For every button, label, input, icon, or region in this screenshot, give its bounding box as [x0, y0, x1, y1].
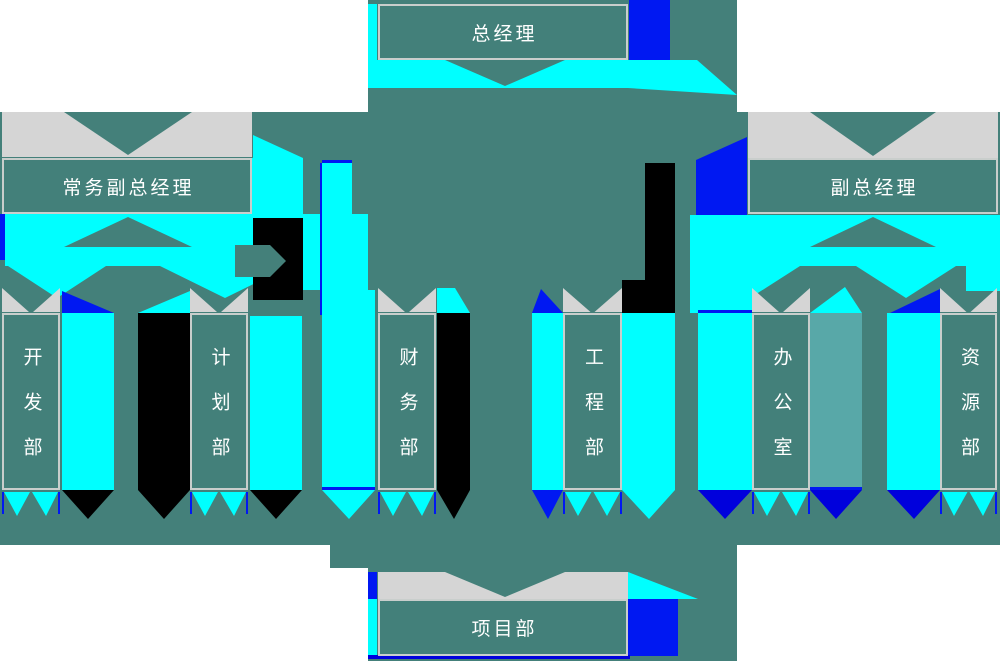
- connector-bars: [320, 160, 675, 315]
- ribbon-shape: [622, 313, 675, 490]
- ribbon-shape: [622, 490, 675, 519]
- gm-ribbons: [368, 0, 737, 95]
- ribbon-shape: [378, 492, 380, 514]
- node-label: 财务部: [396, 347, 418, 482]
- dept-node-engineering[interactable]: 工程部: [563, 313, 622, 490]
- node-label: 资源部: [958, 347, 979, 482]
- ribbon-shape: [437, 313, 470, 490]
- ribbon-shape: [380, 492, 406, 516]
- ribbon-shape: [138, 291, 190, 313]
- dept-node-development[interactable]: 开发部: [2, 313, 60, 490]
- lm-ribbons: [0, 112, 368, 300]
- ribbon-shape: [4, 492, 30, 516]
- ribbon-shape: [190, 492, 192, 514]
- ribbon-shape: [434, 492, 436, 514]
- ribbon-shape: [250, 490, 302, 519]
- ribbon-shape: [620, 492, 622, 514]
- ribbon-shape: [593, 492, 620, 516]
- node-deputy-gm[interactable]: 副总经理: [748, 158, 998, 214]
- ribbon-shape: [698, 313, 752, 490]
- ribbon-shape: [782, 492, 808, 516]
- ribbon-shape: [890, 289, 940, 313]
- node-project-department[interactable]: 项目部: [378, 599, 628, 656]
- ribbon-shape: [532, 490, 563, 519]
- ribbon-shape: [783, 288, 810, 312]
- ribbon-shape: [752, 288, 779, 312]
- ribbon-shape: [942, 492, 968, 516]
- ribbon-shape: [62, 313, 114, 490]
- ribbon-shape: [970, 288, 997, 312]
- ribbon-shape: [698, 310, 752, 313]
- ribbon-shape: [378, 288, 405, 312]
- ribbon-shape: [409, 288, 436, 312]
- ribbon-shape: [563, 288, 591, 312]
- ribbon-shape: [995, 492, 997, 514]
- ribbon-shape: [408, 492, 434, 516]
- ribbon-shape: [887, 490, 940, 519]
- ribbon-shape: [532, 313, 563, 490]
- ribbon-shape: [138, 313, 190, 490]
- node-label: 项目部: [471, 619, 538, 640]
- ribbon-shape: [565, 492, 592, 516]
- ribbon-shape: [33, 288, 60, 312]
- ribbon-shape: [220, 492, 246, 516]
- node-general-manager[interactable]: 总经理: [378, 4, 628, 60]
- dept-node-office[interactable]: 办公室: [752, 313, 810, 490]
- node-label: 工程部: [582, 347, 603, 482]
- ribbon-shape: [190, 288, 217, 312]
- ribbon-shape: [698, 490, 752, 519]
- ribbon-shape: [594, 288, 622, 312]
- ribbon-shape: [810, 490, 862, 519]
- ribbon-shape: [322, 313, 375, 490]
- ribbon-shape: [754, 492, 780, 516]
- node-label: 总经理: [471, 23, 538, 45]
- ribbon-shape: [810, 487, 862, 490]
- node-label: 计划部: [208, 347, 230, 482]
- node-label: 办公室: [770, 347, 792, 482]
- ribbon-side-columns: [62, 280, 940, 519]
- ribbon-shape: [62, 291, 114, 313]
- ribbon-shape: [192, 492, 218, 516]
- ribbon-shape: [810, 287, 862, 313]
- ribbon-shape: [2, 288, 29, 312]
- ribbon-shape: [969, 492, 995, 516]
- node-label: 常务副总经理: [62, 177, 195, 199]
- dept-node-finance[interactable]: 财务部: [378, 313, 436, 490]
- ribbon-shape: [322, 487, 375, 490]
- ribbon-shape: [563, 492, 565, 514]
- node-label: 开发部: [20, 347, 42, 482]
- pd-ribbons: [368, 572, 698, 659]
- ribbon-shape: [532, 289, 563, 313]
- ribbon-shape: [250, 316, 302, 490]
- ribbon-shape: [62, 490, 114, 519]
- rm-ribbons: [690, 112, 1000, 313]
- dept-node-planning[interactable]: 计划部: [190, 313, 248, 490]
- ribbon-shape: [138, 490, 190, 519]
- ribbon-box-trims: [2, 288, 997, 516]
- ribbon-shape: [2, 492, 4, 514]
- ribbon-shape: [940, 492, 942, 514]
- ribbon-shape: [622, 280, 675, 313]
- ribbon-shape: [58, 492, 60, 514]
- node-executive-deputy-gm[interactable]: 常务副总经理: [2, 158, 252, 214]
- ribbon-shape: [810, 313, 862, 490]
- ribbon-shape: [246, 492, 248, 514]
- ribbon-shape: [437, 288, 470, 313]
- ribbon-shape: [808, 492, 810, 514]
- ribbon-shape: [221, 288, 248, 312]
- ribbon-shape: [437, 490, 470, 519]
- ribbon-shape: [887, 313, 940, 490]
- node-label: 副总经理: [830, 177, 919, 199]
- ribbon-shape: [752, 492, 754, 514]
- ribbon-shape: [322, 490, 375, 519]
- ribbon-shape: [940, 288, 967, 312]
- dept-node-resources[interactable]: 资源部: [940, 313, 997, 490]
- ribbon-shape: [32, 492, 58, 516]
